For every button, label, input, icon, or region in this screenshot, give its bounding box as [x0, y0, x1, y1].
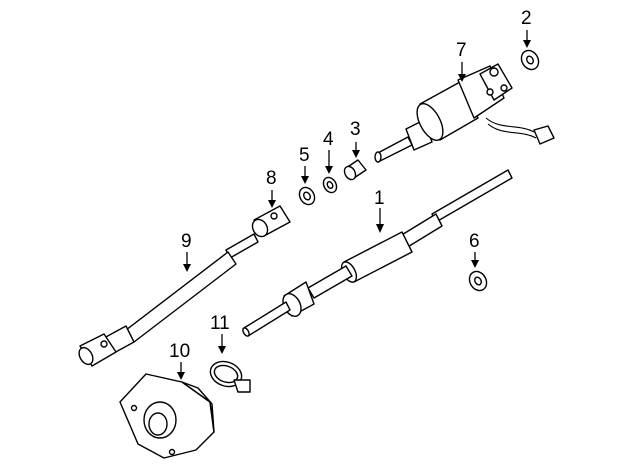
callout-2: 2 [521, 8, 532, 29]
part-3-bushing [343, 159, 367, 181]
callout-10: 10 [169, 341, 191, 362]
part-10-column-cover [119, 373, 215, 459]
part-4-ring [322, 176, 338, 194]
callout-9: 9 [181, 231, 192, 252]
callout-5: 5 [299, 145, 310, 166]
part-6-bushing [468, 270, 488, 292]
part-1-main-shaft [242, 169, 513, 337]
leader-lines [177, 30, 531, 380]
callout-8: 8 [266, 168, 277, 189]
callout-6: 6 [469, 231, 480, 252]
callout-1: 1 [374, 188, 385, 209]
callout-4: 4 [323, 129, 334, 150]
part-2-bushing [520, 49, 540, 71]
callout-3: 3 [350, 119, 361, 140]
part-5-washer [298, 186, 316, 206]
part-7-upper-column [374, 63, 555, 163]
callout-11: 11 [210, 313, 230, 334]
callout-7: 7 [456, 40, 467, 61]
part-8-joint-yoke [251, 205, 291, 238]
part-9-intermediate-shaft [78, 233, 259, 367]
part-11-clamp [209, 360, 251, 393]
